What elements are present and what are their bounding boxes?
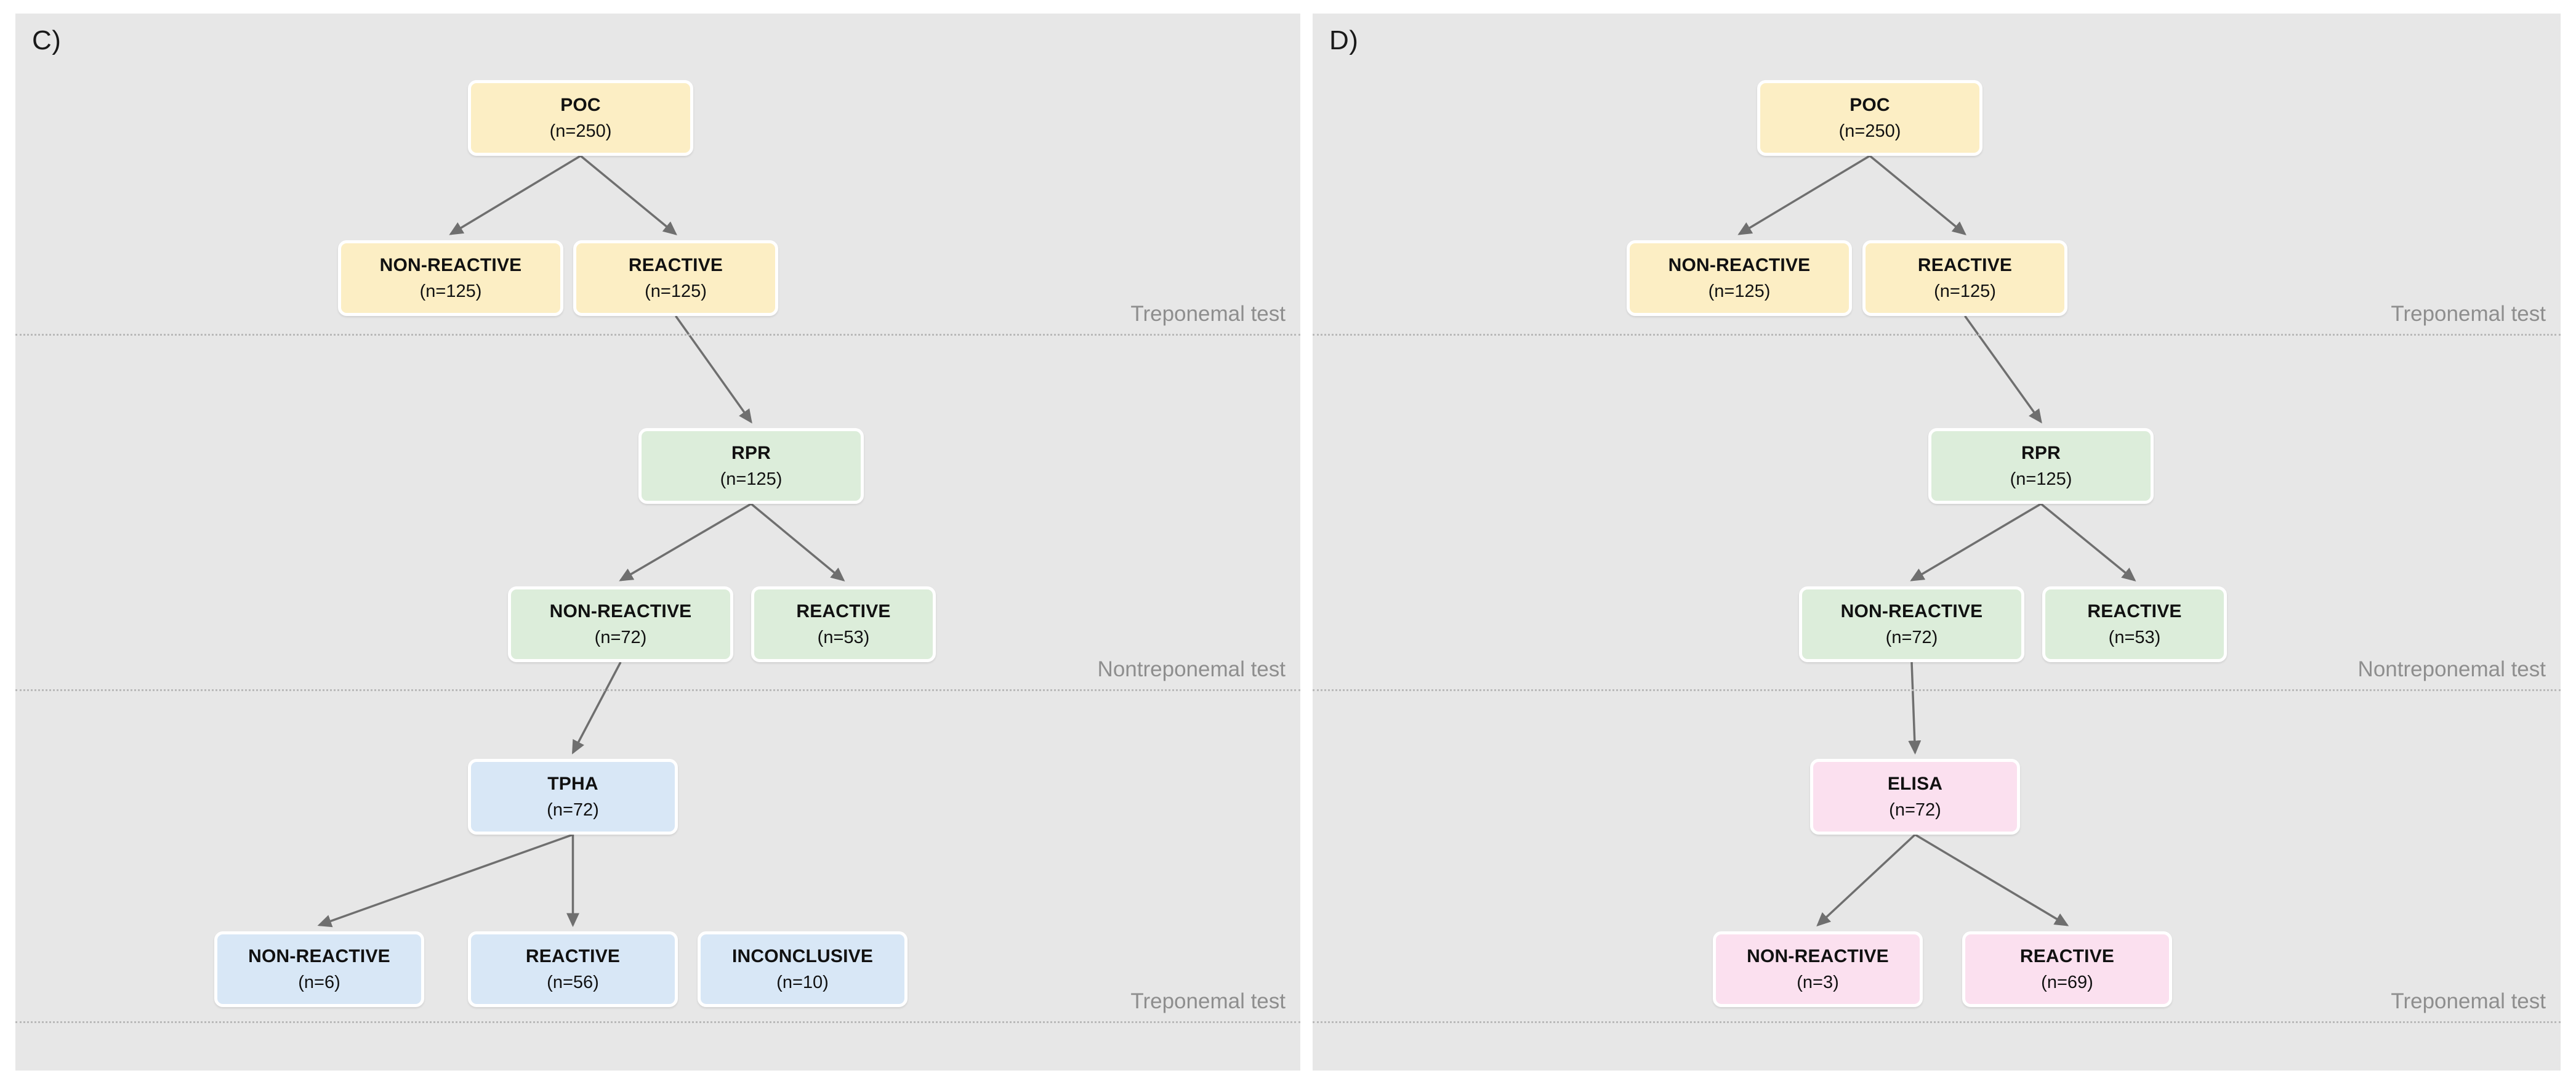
edge-rpr-to-rpr-react bbox=[750, 503, 845, 582]
node-count: (n=125) bbox=[1708, 281, 1771, 301]
node-count: (n=72) bbox=[1889, 800, 1941, 820]
node-title: POC bbox=[1849, 95, 1890, 116]
node-title: REACTIVE bbox=[628, 255, 723, 276]
edge-poc-to-poc-nonreact bbox=[1737, 155, 1870, 235]
edge-poc-react-to-rpr bbox=[675, 315, 752, 424]
edge-rpr-nonreact-to-elisa bbox=[1908, 662, 1922, 755]
node-count: (n=72) bbox=[547, 800, 599, 820]
node-poc-nonreact: NON-REACTIVE (n=125) bbox=[338, 240, 563, 316]
node-title: NON-REACTIVE bbox=[1747, 946, 1889, 967]
node-tpha-inconcl: INCONCLUSIVE (n=10) bbox=[698, 931, 908, 1007]
node-count: (n=125) bbox=[1934, 281, 1996, 301]
node-count: (n=125) bbox=[720, 469, 783, 489]
node-tpha-nonreact: NON-REACTIVE (n=6) bbox=[214, 931, 424, 1007]
node-count: (n=125) bbox=[419, 281, 482, 301]
edge-rpr-to-rpr-react bbox=[2040, 503, 2136, 581]
node-title: REACTIVE bbox=[2087, 601, 2182, 622]
node-title: POC bbox=[560, 95, 601, 116]
node-count: (n=125) bbox=[2010, 469, 2072, 489]
node-title: NON-REACTIVE bbox=[1668, 255, 1811, 276]
separator-line bbox=[15, 334, 1300, 336]
node-count: (n=56) bbox=[547, 972, 599, 992]
node-count: (n=53) bbox=[817, 627, 870, 647]
node-rpr-nonreact: NON-REACTIVE (n=72) bbox=[508, 586, 733, 662]
node-count: (n=250) bbox=[549, 121, 612, 141]
edge-rpr-to-rpr-nonreact bbox=[619, 503, 752, 581]
node-count: (n=72) bbox=[1885, 627, 1938, 647]
separator-line bbox=[1313, 689, 2561, 691]
node-count: (n=6) bbox=[298, 972, 340, 992]
node-poc: POC (n=250) bbox=[1757, 80, 1982, 156]
panel-d-edges bbox=[1737, 155, 2136, 927]
edge-rpr-nonreact-to-tpha bbox=[571, 662, 622, 755]
node-poc-nonreact: NON-REACTIVE (n=125) bbox=[1627, 240, 1852, 316]
separator-line bbox=[1313, 334, 2561, 336]
panel-c-edges bbox=[317, 155, 845, 928]
edge-poc-to-poc-nonreact bbox=[449, 155, 581, 235]
node-tpha-react: REACTIVE (n=56) bbox=[468, 931, 678, 1007]
edge-elisa-to-elisa-nonreact bbox=[1816, 833, 1916, 927]
edge-poc-to-poc-react bbox=[1869, 155, 1966, 236]
node-count: (n=125) bbox=[645, 281, 707, 301]
edge-poc-react-to-rpr bbox=[1964, 315, 2042, 424]
node-title: RPR bbox=[731, 443, 771, 464]
separator-label: Nontreponemal test bbox=[2357, 657, 2546, 681]
node-elisa-react: REACTIVE (n=69) bbox=[1962, 931, 2172, 1007]
node-title: NON-REACTIVE bbox=[379, 255, 522, 276]
node-count: (n=10) bbox=[776, 972, 829, 992]
node-title: NON-REACTIVE bbox=[1840, 601, 1983, 622]
panel-c-label: C) bbox=[32, 25, 62, 55]
separator-line bbox=[15, 689, 1300, 691]
separator-label: Treponemal test bbox=[1130, 989, 1286, 1013]
node-title: INCONCLUSIVE bbox=[731, 946, 874, 967]
panel-d-label: D) bbox=[1329, 25, 1359, 55]
node-elisa: ELISA (n=72) bbox=[1810, 759, 2020, 835]
node-title: ELISA bbox=[1887, 774, 1943, 795]
node-title: REACTIVE bbox=[796, 601, 891, 622]
node-title: RPR bbox=[2021, 443, 2061, 464]
node-title: REACTIVE bbox=[525, 946, 621, 967]
node-rpr-react: REACTIVE (n=53) bbox=[751, 586, 936, 662]
node-count: (n=69) bbox=[2041, 972, 2093, 992]
node-count: (n=53) bbox=[2108, 627, 2161, 647]
node-title: NON-REACTIVE bbox=[549, 601, 692, 622]
node-poc: POC (n=250) bbox=[468, 80, 693, 156]
node-poc-react: REACTIVE (n=125) bbox=[573, 240, 778, 316]
node-title: REACTIVE bbox=[1917, 255, 2013, 276]
separator-label: Treponemal test bbox=[2391, 302, 2546, 326]
edge-poc-to-poc-react bbox=[579, 155, 677, 236]
node-rpr-react: REACTIVE (n=53) bbox=[2042, 586, 2227, 662]
node-title: REACTIVE bbox=[2019, 946, 2115, 967]
node-count: (n=250) bbox=[1838, 121, 1901, 141]
separator-line bbox=[15, 1021, 1300, 1023]
node-elisa-nonreact: NON-REACTIVE (n=3) bbox=[1713, 931, 1923, 1007]
separator-line bbox=[1313, 1021, 2561, 1023]
node-rpr-nonreact: NON-REACTIVE (n=72) bbox=[1799, 586, 2024, 662]
node-title: NON-REACTIVE bbox=[248, 946, 390, 967]
edge-rpr-to-rpr-nonreact bbox=[1910, 503, 2042, 581]
node-title: TPHA bbox=[547, 774, 598, 795]
node-count: (n=72) bbox=[594, 627, 647, 647]
node-poc-react: REACTIVE (n=125) bbox=[1862, 240, 2067, 316]
node-rpr: RPR (n=125) bbox=[638, 428, 864, 504]
edge-elisa-to-elisa-react bbox=[1914, 833, 2069, 926]
node-count: (n=3) bbox=[1797, 972, 1839, 992]
edge-tpha-to-tpha-nonreact bbox=[317, 833, 574, 928]
node-tpha: TPHA (n=72) bbox=[468, 759, 678, 835]
separator-label: Treponemal test bbox=[2391, 989, 2546, 1013]
node-rpr: RPR (n=125) bbox=[1928, 428, 2154, 504]
separator-label: Treponemal test bbox=[1130, 302, 1286, 326]
separator-label: Nontreponemal test bbox=[1097, 657, 1286, 681]
